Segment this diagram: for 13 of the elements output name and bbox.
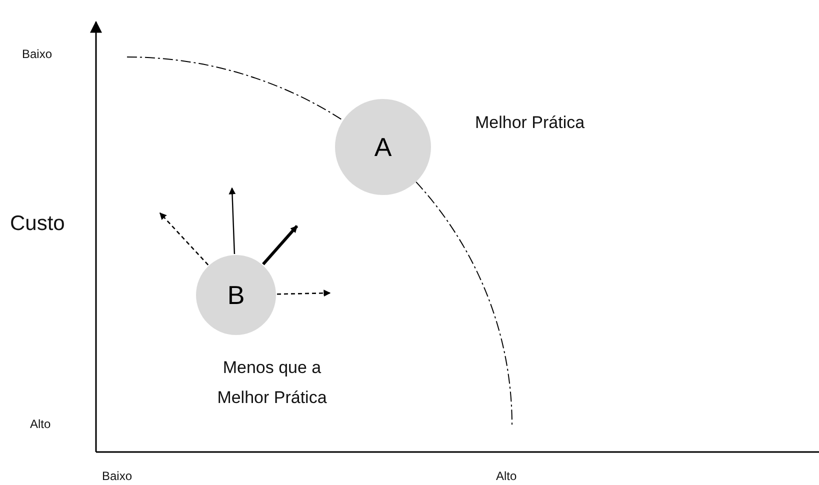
node-label: A bbox=[374, 132, 392, 162]
region-label: Melhor Prática bbox=[475, 113, 585, 133]
arrow bbox=[228, 187, 236, 254]
node-label: B bbox=[227, 280, 245, 310]
node-caption: Menos que a Melhor Prática bbox=[216, 357, 328, 409]
arrow bbox=[160, 212, 209, 266]
axis-label: Alto bbox=[496, 469, 517, 483]
axis-title: Custo bbox=[10, 212, 65, 236]
arrow bbox=[276, 290, 331, 297]
arrow bbox=[262, 225, 298, 266]
axis-label: Baixo bbox=[102, 469, 132, 483]
axis-label: Baixo bbox=[22, 47, 52, 61]
axis-label: Alto bbox=[30, 417, 51, 431]
